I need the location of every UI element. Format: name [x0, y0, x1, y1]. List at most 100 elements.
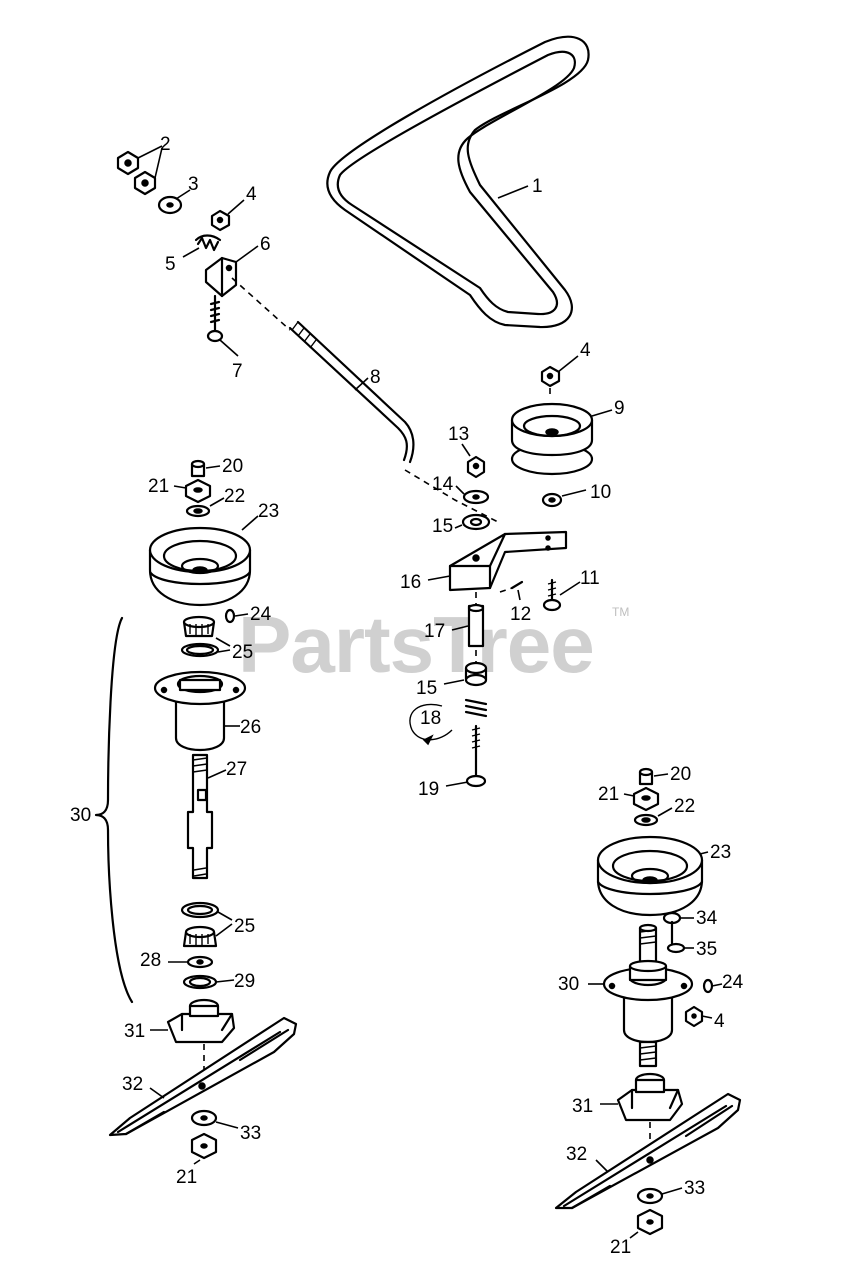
key-24-right — [702, 978, 714, 994]
bearing-25-left-bottom — [182, 925, 218, 948]
callout-15-bottom: 15 — [416, 678, 437, 699]
callout-16: 16 — [400, 572, 421, 593]
pivot-bracket-16 — [448, 530, 568, 592]
callout-26-left: 26 — [240, 717, 261, 738]
bushing-15-top — [461, 513, 491, 531]
spacer-28-left — [186, 955, 214, 969]
blade-adapter-31-right — [616, 1072, 684, 1122]
callout-29-left: 29 — [234, 971, 255, 992]
bushing-15-bottom — [464, 661, 488, 687]
blade-32-right — [554, 1092, 742, 1210]
hex-nut-2a — [116, 150, 140, 176]
washer-33-left — [190, 1109, 218, 1127]
callout-25-left-bottom: 25 — [234, 916, 255, 937]
spring-18 — [409, 698, 488, 746]
callout-21-right-bottom: 21 — [610, 1237, 631, 1258]
callout-10: 10 — [590, 482, 611, 503]
washer-22-right — [633, 813, 659, 827]
bracket-6 — [204, 256, 238, 298]
callout-6: 6 — [260, 234, 271, 255]
callout-32-left: 32 — [122, 1074, 143, 1095]
callout-12: 12 — [510, 604, 531, 625]
race-25-left-bottom — [180, 901, 220, 919]
callout-31-right: 31 — [572, 1096, 593, 1117]
callout-21-left-top: 21 — [148, 476, 169, 497]
v-belt — [326, 35, 590, 329]
bearing-25-left-top — [182, 615, 216, 638]
callout-22-left: 22 — [224, 486, 245, 507]
callout-18: 18 — [420, 708, 441, 729]
callout-27-left: 27 — [226, 759, 247, 780]
callout-33-left: 33 — [240, 1123, 261, 1144]
spindle-shaft-27-left — [186, 753, 214, 880]
washer-3 — [157, 195, 183, 215]
callout-9: 9 — [614, 398, 625, 419]
spindle-assembly-30-right — [602, 923, 694, 1068]
spindle-pulley-23-right — [596, 835, 704, 917]
hex-nut-4-right — [540, 365, 561, 388]
bolt-19 — [465, 724, 487, 788]
bolt-7 — [206, 294, 224, 343]
bolt-34-right — [662, 911, 682, 946]
spacer-10 — [541, 492, 563, 508]
callout-15-top: 15 — [432, 516, 453, 537]
bolt-11 — [542, 578, 562, 612]
washer-14 — [462, 489, 490, 505]
hex-nut-2b — [133, 170, 157, 196]
hex-nut-21-right-bottom — [636, 1208, 664, 1236]
hex-nut-21-right-top — [632, 786, 660, 812]
callout-14: 14 — [432, 474, 454, 495]
hex-nut-21-left-top — [184, 478, 212, 504]
callout-4-right: 4 — [580, 340, 591, 361]
hex-nut-4-right-spindle — [684, 1005, 704, 1028]
callout-23-left: 23 — [258, 501, 279, 522]
spindle-housing-26-left — [153, 670, 247, 752]
washer-33-right — [636, 1187, 664, 1205]
tension-rod-8 — [288, 320, 415, 464]
callout-11: 11 — [580, 568, 600, 589]
callout-30-right: 30 — [558, 974, 579, 995]
hex-nut-21-left-bottom — [190, 1132, 218, 1160]
hex-nut-13 — [466, 455, 486, 479]
callout-21-right-top: 21 — [598, 784, 619, 805]
callout-3: 3 — [188, 174, 199, 195]
watermark-text: PartsTree — [238, 600, 594, 689]
callout-8: 8 — [370, 367, 381, 388]
callout-1: 1 — [532, 176, 543, 197]
grease-fitting-20-left — [190, 459, 206, 478]
callout-25-left-top: 25 — [232, 642, 253, 663]
callout-24-right: 24 — [722, 972, 744, 993]
callout-5: 5 — [165, 254, 176, 275]
assembly-brace-30 — [94, 616, 134, 1004]
callout-30-left: 30 — [70, 805, 91, 826]
washer-22-left — [185, 504, 211, 518]
hex-nut-4 — [210, 209, 231, 232]
callout-4-top: 4 — [246, 184, 257, 205]
pin-12 — [499, 580, 524, 593]
callout-35-right: 35 — [696, 939, 717, 960]
grease-fitting-20-right — [638, 767, 654, 786]
callout-23-right: 23 — [710, 842, 731, 863]
callout-7: 7 — [232, 361, 243, 382]
callout-31-left: 31 — [124, 1021, 145, 1042]
callout-20-right: 20 — [670, 764, 691, 785]
seal-29-left — [182, 974, 218, 990]
spring-5 — [194, 234, 222, 252]
callout-33-right: 33 — [684, 1178, 705, 1199]
race-25-left-top — [180, 642, 220, 658]
callout-34-right: 34 — [696, 908, 718, 929]
callout-17: 17 — [424, 621, 445, 642]
callout-4-right-spindle: 4 — [714, 1011, 725, 1032]
callout-2: 2 — [160, 134, 171, 155]
shaft-17 — [467, 603, 485, 648]
callout-13: 13 — [448, 424, 469, 445]
callout-20-left: 20 — [222, 456, 243, 477]
callout-28-left: 28 — [140, 950, 161, 971]
callout-21-left-bottom: 21 — [176, 1167, 197, 1188]
blade-32-left — [108, 1016, 298, 1137]
spindle-pulley-23-left — [148, 526, 252, 607]
callout-32-right: 32 — [566, 1144, 587, 1165]
idler-pulley-9 — [510, 402, 594, 476]
callout-19: 19 — [418, 779, 439, 800]
